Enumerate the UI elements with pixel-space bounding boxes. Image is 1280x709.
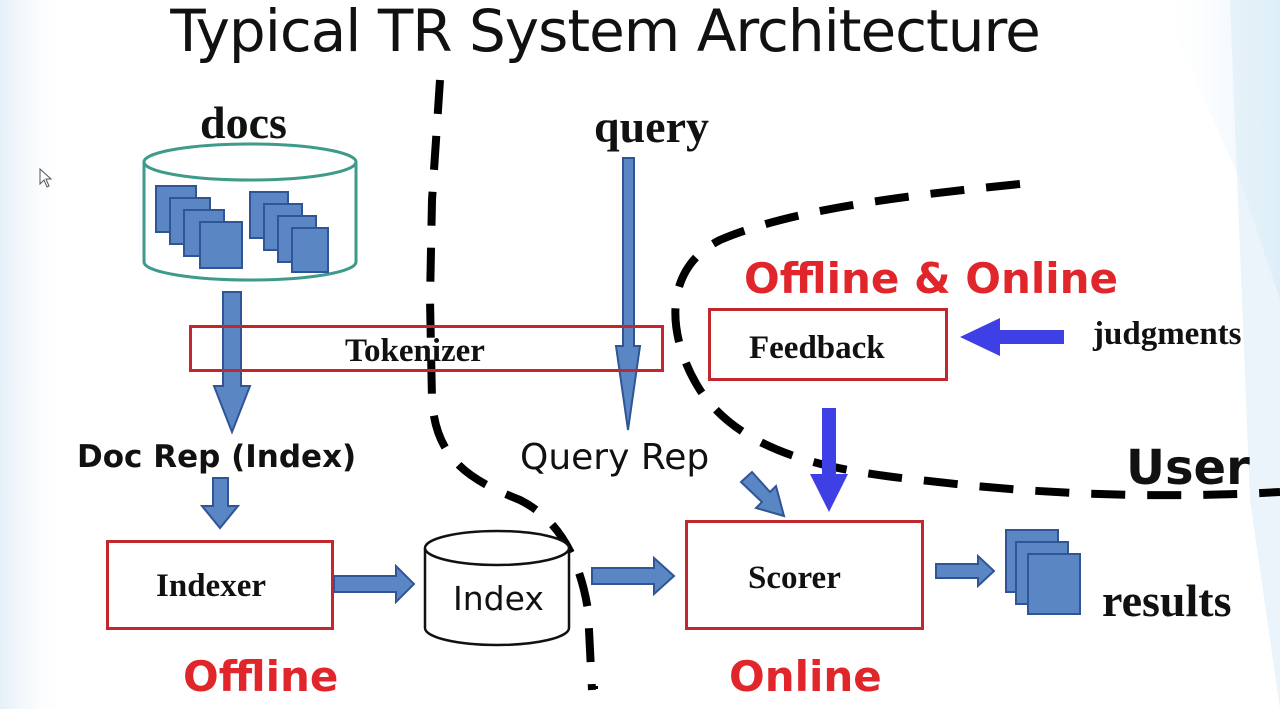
queryrep-to-scorer-arrow [739,470,786,518]
judgments-label: judgments [1093,316,1242,352]
offline-online-boundary [425,79,596,691]
scorer-to-results-arrow [935,553,996,589]
tokenizer-label: Tokenizer [345,333,485,369]
docs-cylinder [142,142,358,282]
index-to-scorer-arrow [591,555,676,597]
slide-title: Typical TR System Architecture [170,0,1041,65]
document-stack-icon [249,191,329,273]
doc-rep-label: Doc Rep (Index) [77,439,357,475]
online-region-label: Online [729,652,882,701]
document-stack-icon [155,185,243,269]
judgments-to-feedback-arrow [960,318,1064,356]
index-label: Index [453,579,544,618]
offline-online-region-label: Offline & Online [744,254,1119,303]
results-label: results [1102,575,1232,626]
scorer-label: Scorer [748,560,841,596]
query-label: query [594,101,709,152]
indexer-to-index-arrow [333,563,416,605]
offline-region-label: Offline [183,652,339,701]
indexer-box [106,540,334,630]
scorer-box [685,520,924,630]
docrep-to-indexer-arrow [199,477,241,530]
query-to-queryrep-arrow [614,157,642,431]
results-documents-icon [1005,529,1081,615]
tokenizer-box [189,325,664,372]
user-region-boundary [671,180,1280,500]
docs-label: docs [200,97,287,148]
query-rep-label: Query Rep [520,437,710,478]
feedback-to-scorer-arrow [810,408,848,512]
mouse-cursor-icon [39,168,53,188]
index-cylinder [423,529,571,647]
indexer-label: Indexer [156,568,266,604]
feedback-box [708,308,948,381]
user-label: User [1126,440,1250,496]
feedback-label: Feedback [749,330,885,366]
